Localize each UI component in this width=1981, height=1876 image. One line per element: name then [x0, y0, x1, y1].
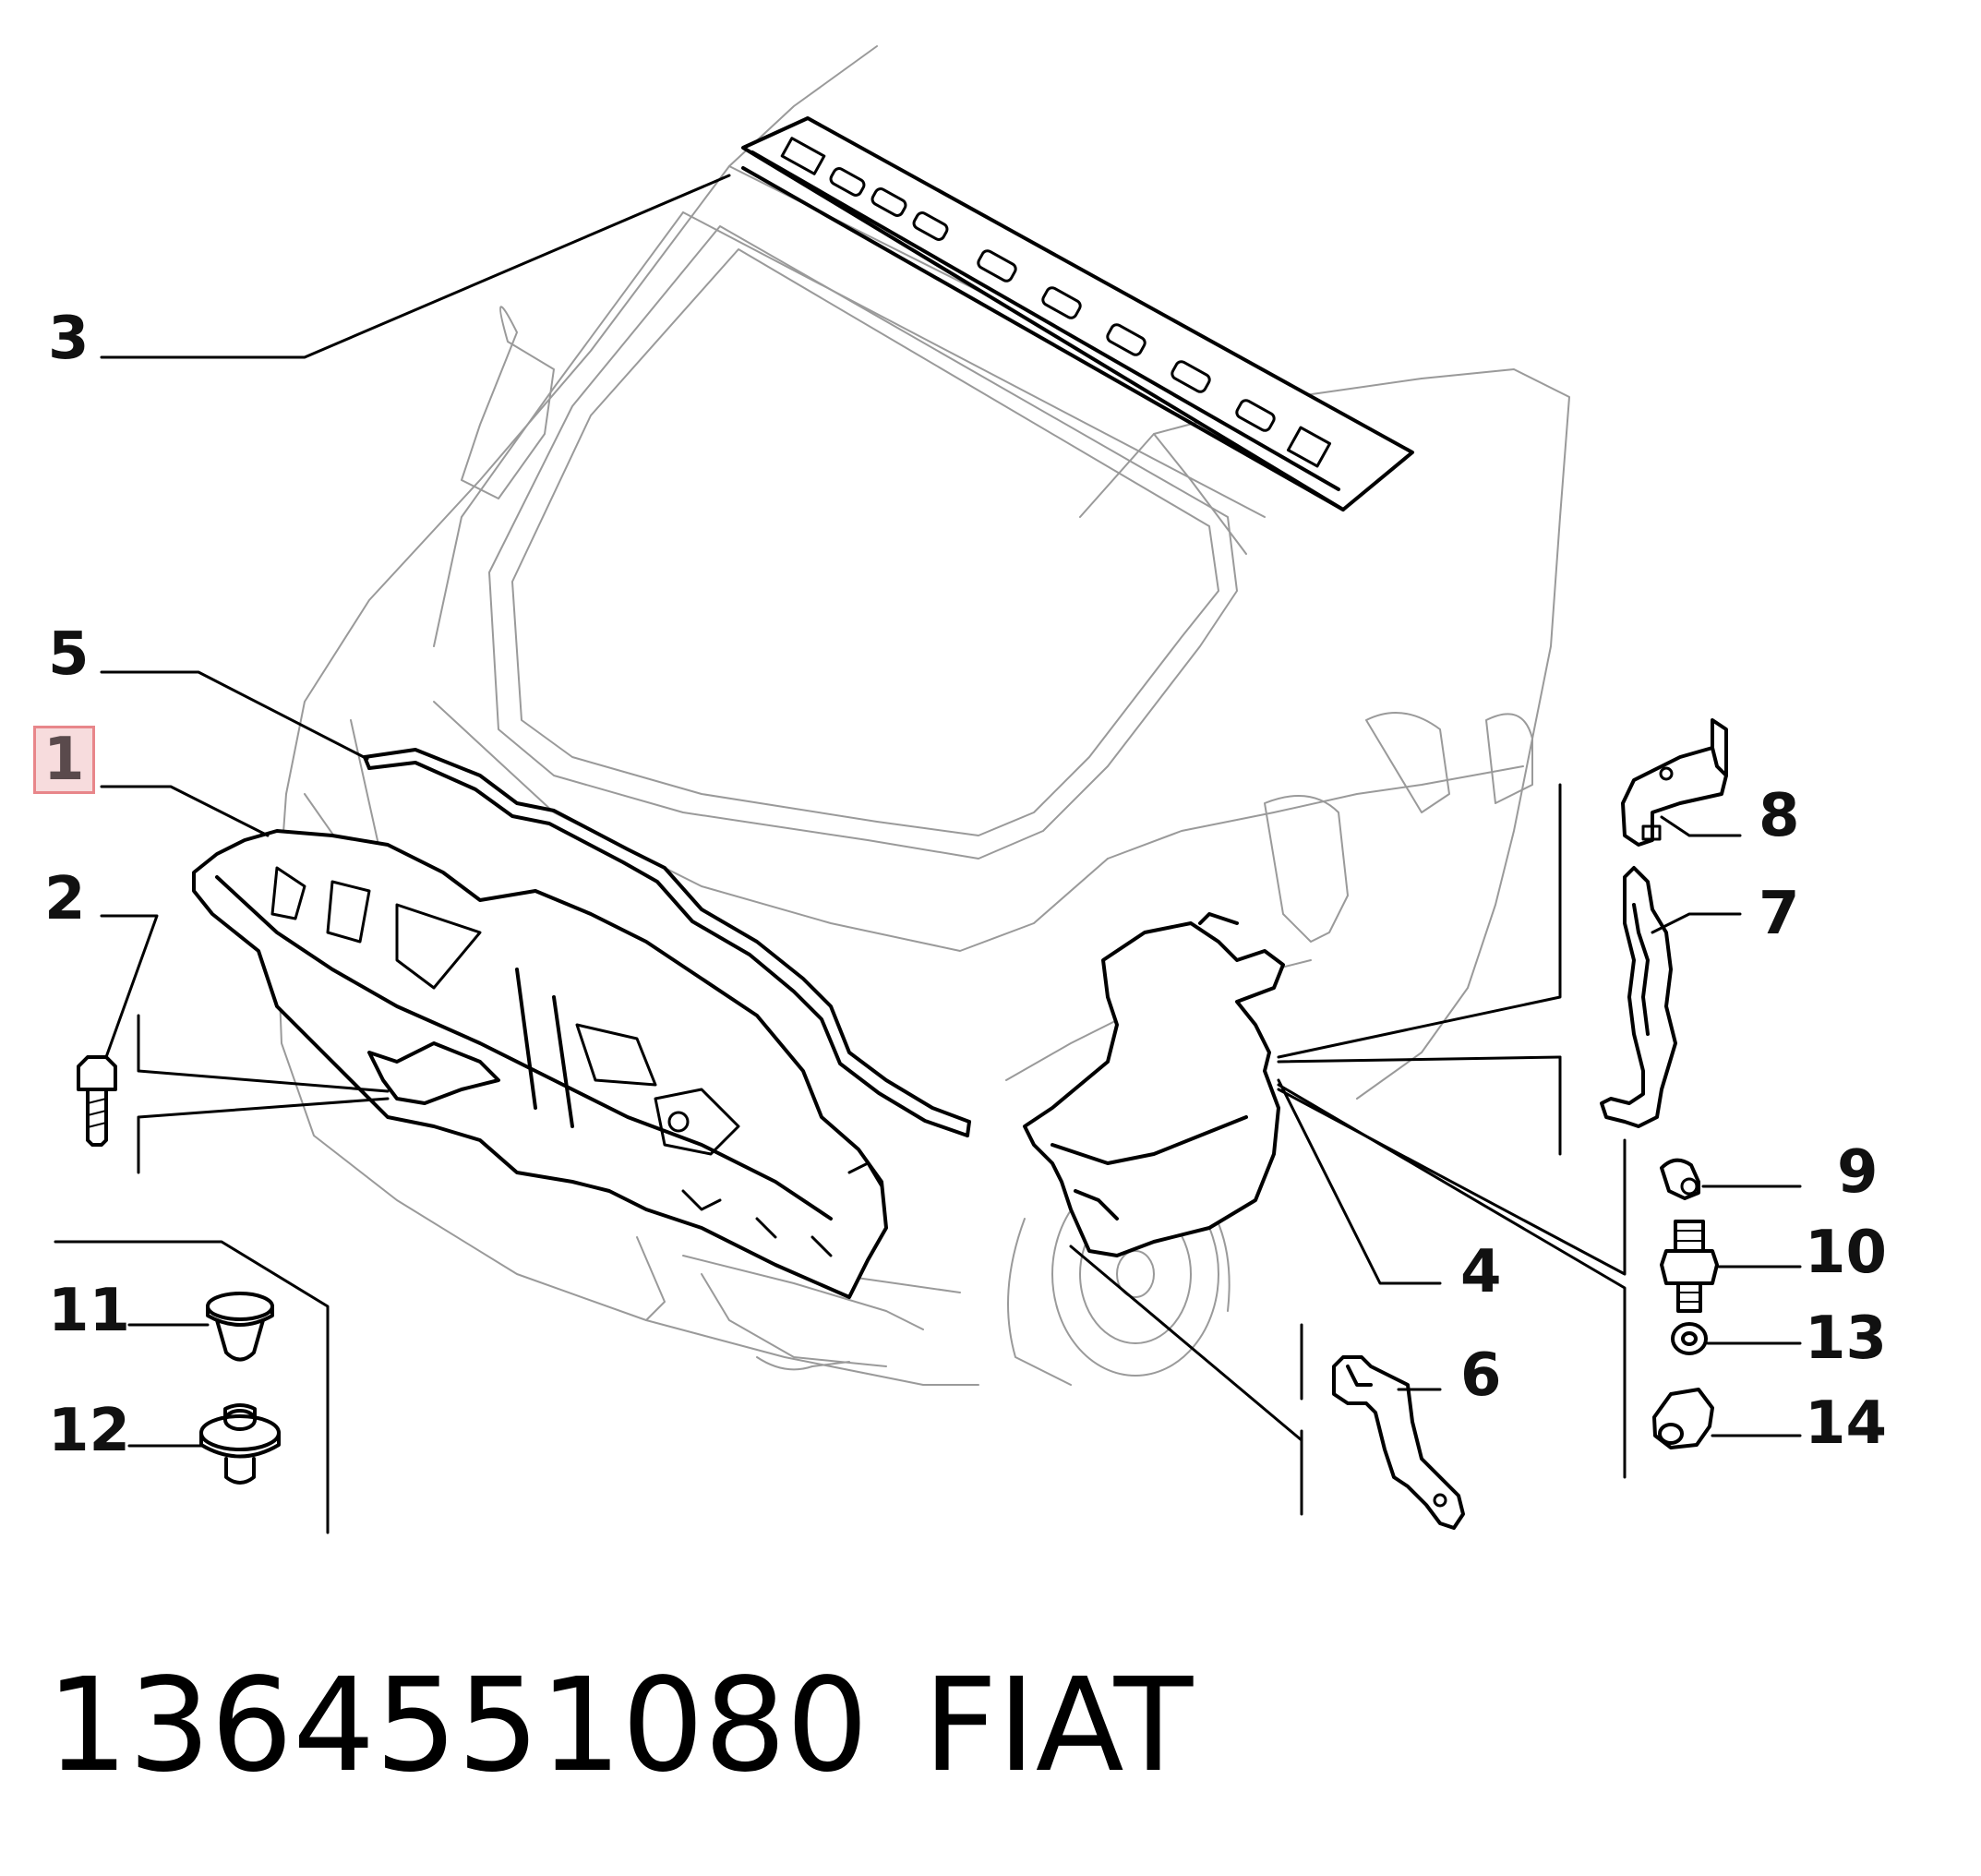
part-2-bolt: [77, 1055, 117, 1147]
callout-1-highlighted[interactable]: 1: [33, 726, 95, 794]
part-8-upper-bracket: [1621, 718, 1728, 847]
leader-lines: [54, 174, 1802, 1534]
callout-2[interactable]: 2: [44, 865, 86, 933]
part-12-rivet-clip: [199, 1403, 281, 1485]
part-1-front-cross-member: [192, 829, 888, 1299]
part-10-stud: [1660, 1220, 1719, 1313]
callout-5[interactable]: 5: [48, 620, 90, 689]
callout-8[interactable]: 8: [1759, 782, 1800, 850]
callout-12[interactable]: 12: [48, 1397, 131, 1465]
part-3-roof-cross-member: [741, 116, 1414, 511]
part-4-wheel-arch-panel: [1023, 912, 1285, 1257]
part-13-washer: [1671, 1322, 1708, 1355]
brand-name: FIAT: [923, 1651, 1194, 1801]
part-7-vertical-bracket: [1600, 866, 1677, 1128]
part-11-push-clip: [206, 1292, 274, 1362]
callout-13[interactable]: 13: [1805, 1305, 1888, 1373]
callout-11[interactable]: 11: [48, 1277, 131, 1345]
part-6-lower-bracket: [1332, 1355, 1465, 1530]
callout-3[interactable]: 3: [48, 305, 90, 373]
part-14-nut: [1652, 1388, 1714, 1449]
callout-7[interactable]: 7: [1759, 880, 1800, 948]
callout-6[interactable]: 6: [1460, 1341, 1502, 1410]
callout-4[interactable]: 4: [1460, 1238, 1502, 1306]
part-9-screw: [1660, 1158, 1700, 1200]
callout-14[interactable]: 14: [1805, 1389, 1888, 1458]
callout-9[interactable]: 9: [1837, 1138, 1879, 1207]
callout-10[interactable]: 10: [1805, 1219, 1888, 1287]
part-number: 1364551080: [46, 1651, 869, 1801]
